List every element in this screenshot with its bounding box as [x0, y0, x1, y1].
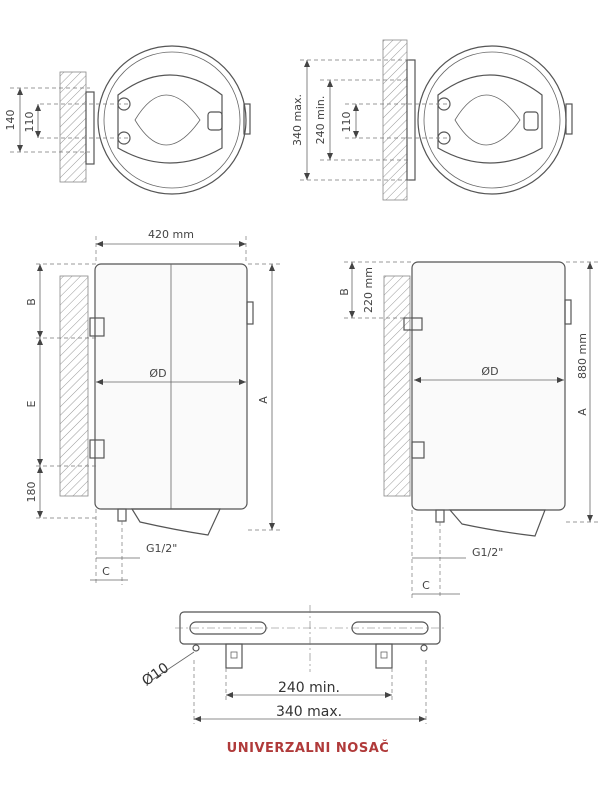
lower-bracket	[411, 441, 425, 459]
bottom-cover	[448, 509, 546, 537]
dim-c-label: C	[102, 565, 110, 578]
pipe-outlet	[435, 509, 445, 523]
height-880-label: 880 mm	[576, 333, 589, 379]
upper-bracket	[89, 317, 105, 337]
top-left-view: 140 110	[4, 45, 251, 195]
bottom-cover	[130, 508, 221, 536]
wall-hatch	[383, 275, 411, 497]
right-hook	[375, 643, 393, 669]
pipe-outlet	[117, 508, 127, 522]
dim-e-label: E	[25, 400, 38, 407]
dim-180-label: 180	[25, 482, 38, 503]
wall-hatch	[382, 39, 408, 201]
dim-110-label: 110	[23, 112, 36, 133]
tank-circle	[97, 45, 247, 195]
pipe-g12-label: G1/2"	[146, 542, 177, 555]
wall-hatch	[59, 71, 87, 183]
pipe-g12-label: G1/2"	[472, 546, 503, 559]
top-right-view: 340 max. 240 min. 110	[291, 39, 573, 201]
tank-body	[411, 261, 566, 511]
bracket-title: UNIVERZALNI NOSAČ	[227, 740, 390, 756]
diameter-label: ØD	[481, 365, 498, 378]
width-420-label: 420 mm	[148, 228, 194, 241]
upper-bracket	[403, 317, 423, 331]
dim-220-label: 220 mm	[362, 267, 375, 313]
dim-c-label: C	[422, 579, 430, 592]
left-hook	[225, 643, 243, 669]
wall-hatch	[59, 275, 89, 497]
right-slot	[351, 621, 429, 635]
dim-b-label: B	[25, 298, 38, 306]
side-view: B 220 mm ØD A 880 mm G1/2" C	[338, 261, 598, 598]
height-a-label: A	[576, 408, 589, 416]
tank-circle	[417, 45, 567, 195]
diameter-label: ØD	[149, 367, 166, 380]
dim-140-label: 140	[4, 110, 17, 131]
dim-b-label: B	[338, 288, 351, 296]
tank-interior	[117, 74, 223, 164]
tank-interior	[437, 74, 543, 164]
hole-d10-label: Ø10	[139, 660, 172, 690]
dim-240-min-label: 240 min.	[314, 96, 327, 145]
dim-340-max-label: 340 max.	[276, 704, 342, 720]
dim-110-label: 110	[340, 112, 353, 133]
dim-340-max-label: 340 max.	[291, 94, 304, 146]
front-view: 420 mm ØD A B E 180 G1/2" C	[25, 228, 282, 585]
lower-bracket	[89, 439, 105, 459]
left-slot	[189, 621, 267, 635]
dim-240-min-label: 240 min.	[278, 680, 340, 696]
universal-bracket: Ø10 240 min. 340 max. UNIVERZALNI NOSAČ	[139, 605, 445, 756]
height-a-label: A	[257, 396, 270, 404]
